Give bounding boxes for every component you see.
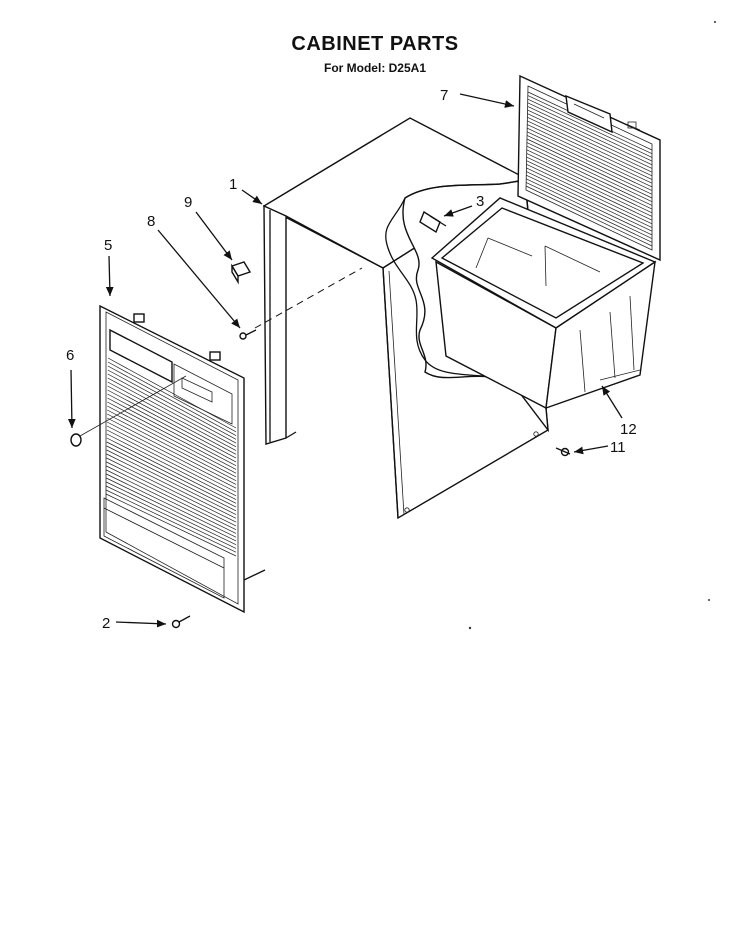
louver-line [106,449,237,515]
louver-line [526,160,653,221]
louver-line [107,413,237,482]
louver-line [107,381,237,451]
screw-8 [239,329,257,340]
callout-7: 7 [440,87,448,104]
louver-line [527,116,653,177]
louver-line [106,453,237,519]
water-bucket [430,197,657,410]
louver-line [527,124,653,184]
louver-line [106,425,237,493]
scan-speck [468,626,472,630]
callout-1: 1 [229,176,237,193]
callout-9: 9 [184,194,192,211]
control-button [70,375,187,447]
callout-5: 5 [104,237,112,254]
louver-line [107,385,237,455]
louver-line [105,493,237,557]
louver-line [107,377,237,448]
callout-11: 11 [610,439,626,456]
front-panel [99,304,266,614]
louver-line [107,365,237,436]
louver-line [107,389,237,459]
louver-line [107,361,237,433]
louver-line [527,131,653,191]
drain-fitting [419,210,447,234]
louver-line [525,182,653,243]
top-grille [517,74,661,262]
louver-line [107,357,237,429]
page-title: CABINET PARTS [291,33,459,55]
louver-line [106,429,237,497]
louver-line [527,95,653,155]
louver-line [527,120,653,180]
louver-line [527,109,653,169]
screw-11 [555,447,571,457]
callout-2: 2 [102,615,110,632]
louver-line [106,417,237,485]
louver-line [106,445,237,512]
louver-line [106,461,237,527]
louver-line [527,102,653,162]
callout-12: 12 [620,421,637,438]
louver-line [106,457,237,523]
louver-line [525,185,653,247]
louver-line [106,473,237,538]
louver-line [106,421,237,489]
louver-line [107,405,237,474]
screw-2 [171,615,191,629]
louver-line [527,98,653,158]
louver-line [526,145,653,206]
louver-line [527,106,653,166]
louver-line [526,153,653,214]
louver-line [106,465,237,530]
louver-line [107,369,237,440]
scan-speck [714,21,716,23]
louver-line [105,489,237,553]
louver-line [106,481,237,546]
louver-line [106,433,237,500]
louver-line [107,397,237,466]
louver-line [526,163,653,225]
louver-line [107,393,237,463]
louver-line [106,441,237,508]
louver-line [107,409,237,478]
louver-line [526,156,653,217]
louver-line [107,401,237,470]
louver-line [526,138,653,199]
callout-leaders [67,93,623,628]
louver-line [106,437,237,504]
callout-3: 3 [476,193,484,210]
louver-line [526,171,653,232]
foot-pad [230,261,252,285]
model-subtitle: For Model: D25A1 [323,61,426,75]
louver-line [526,135,653,195]
louver-line [527,113,653,173]
louver-line [526,142,653,203]
louver-line [527,127,653,188]
louver-line [526,174,653,236]
louver-line [106,477,237,542]
callout-8: 8 [147,213,155,230]
louver-line [106,469,237,534]
louver-line [526,167,653,228]
louver-line [107,373,237,444]
louver-line [526,178,653,239]
callout-6: 6 [66,347,74,364]
louver-line [105,485,237,549]
scan-speck [708,599,710,601]
louver-line [526,149,653,210]
